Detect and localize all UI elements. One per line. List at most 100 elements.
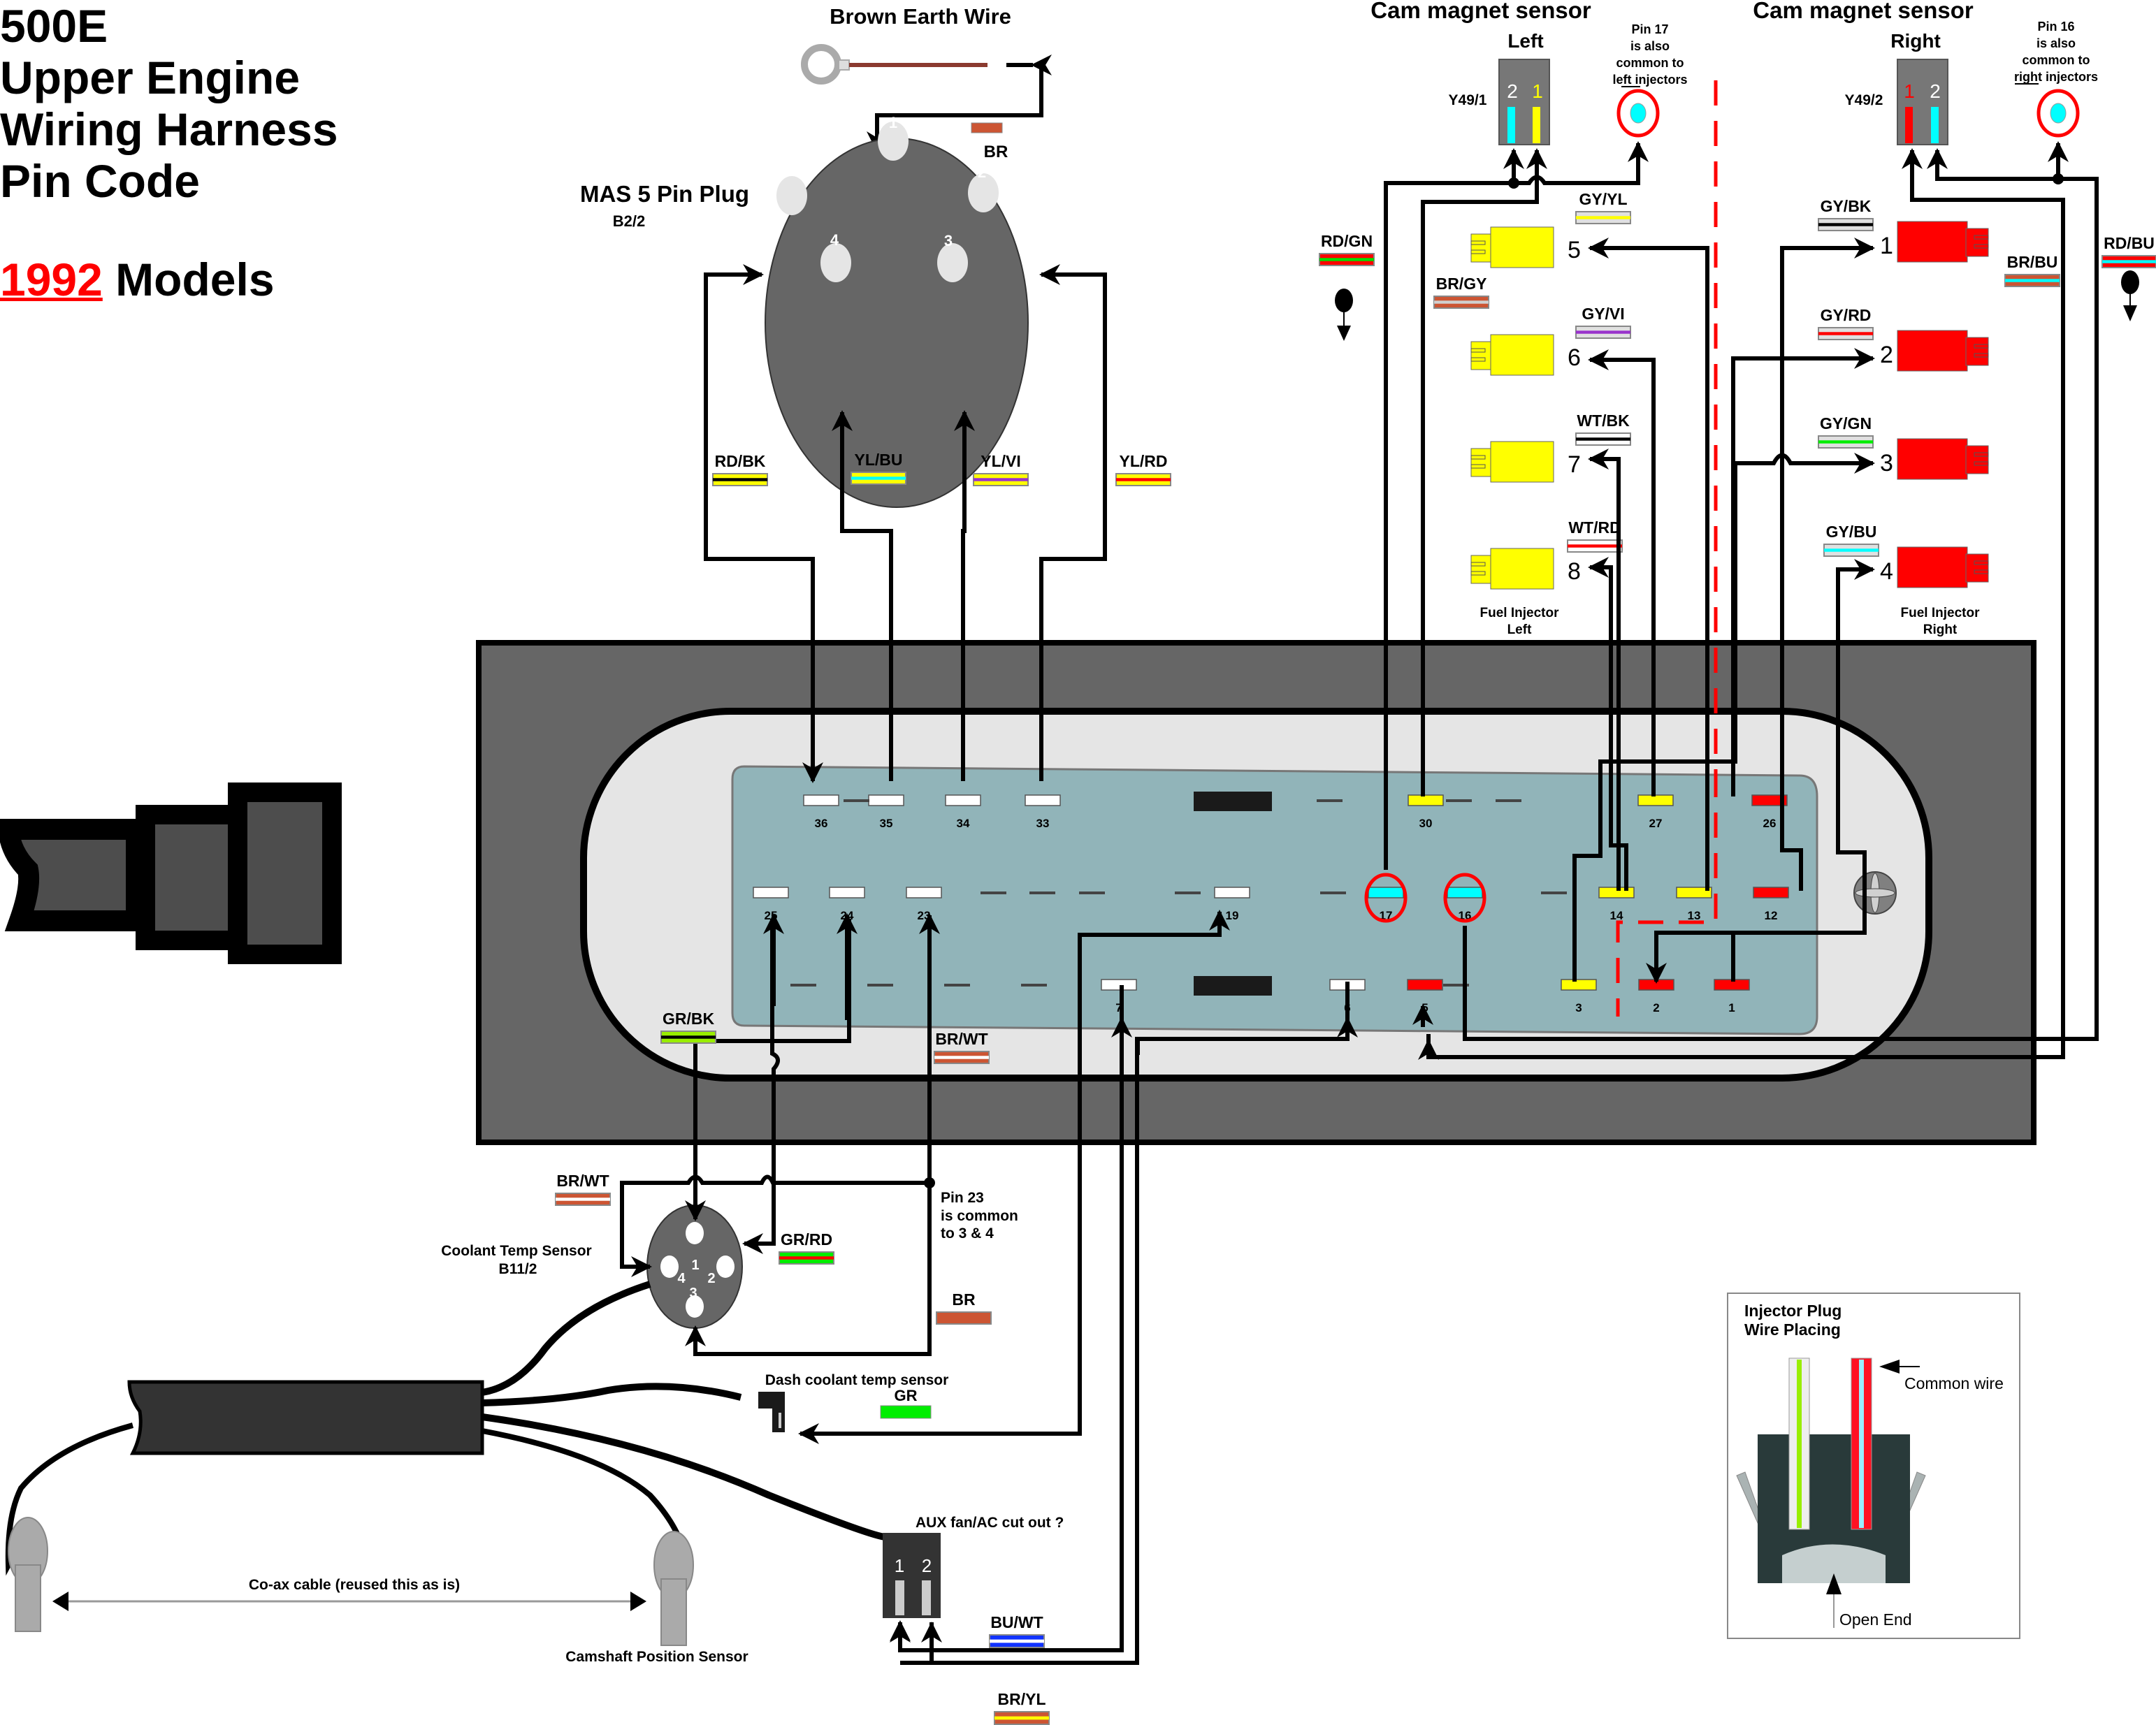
- mas-pin-4: 4: [830, 231, 839, 249]
- pin-17-highlight: [1364, 873, 1408, 923]
- inj-right-caption: Fuel Injector Right: [1901, 606, 1981, 637]
- pin-17-common-icon: [1616, 89, 1660, 138]
- wire-swatch-rd-bu: RD/BU: [2101, 234, 2156, 268]
- ecu-pin-36: [803, 794, 839, 806]
- screw-icon: [1853, 871, 1897, 915]
- wire-swatch-yl-bu: YL/BU: [851, 451, 906, 485]
- aux-fan-connector: [883, 1533, 941, 1618]
- wire-swatch-gy-yl: GY/YL: [1575, 190, 1631, 224]
- wire-swatch-gy-rd: GY/RD: [1818, 306, 1874, 340]
- ecu-pin-25: [753, 887, 789, 898]
- wire-yl-rd-route: [1039, 264, 1107, 781]
- injector-body: [1470, 441, 1554, 483]
- wire-swatch-bu-wt-code: BU/WT: [990, 1613, 1043, 1631]
- title-line-4: Pin Code: [0, 155, 201, 207]
- earth-wire-title: Brown Earth Wire: [830, 4, 1011, 29]
- svg-text:common to: common to: [2023, 53, 2090, 67]
- wire-swatch-coolant-0-code: GR/BK: [663, 1010, 715, 1028]
- mas-pin-5: 5: [798, 165, 806, 182]
- coax-label: Co-ax cable (reused this as is): [249, 1577, 460, 1593]
- wire-wt-rd-route: [1588, 557, 1628, 891]
- cam-left-note: Pin 17 is also common to left injectors: [1612, 22, 1687, 87]
- wire-swatch-br: [971, 122, 1003, 133]
- svg-text:is also: is also: [2036, 36, 2076, 50]
- svg-text:2: 2: [707, 1271, 715, 1286]
- cam-left-connector: [1498, 59, 1550, 145]
- coolant-title: Coolant Temp Sensor: [441, 1243, 591, 1259]
- wire-yl-vi-route: [954, 410, 975, 781]
- injector-right-number-3: 3: [1880, 450, 1893, 476]
- wire-swatch-gr: [880, 1405, 932, 1419]
- ecu-pin-19: [1214, 887, 1250, 898]
- ecu-pin-label-33: 33: [1036, 817, 1050, 830]
- ecu-pin-label-1: 1: [1728, 1001, 1735, 1014]
- wire-wt-bk-route: [1588, 449, 1621, 891]
- ecu-key-block-bottom: [1194, 976, 1272, 996]
- ecu-pin-label-13: 13: [1688, 909, 1701, 922]
- wire-swatch-rd-bk-code: RD/BK: [715, 452, 766, 470]
- wire-gy-vi-route: [1588, 349, 1656, 796]
- wire-swatch-yl-bu-code: YL/BU: [855, 451, 903, 469]
- wire-swatch-gy-gn-code: GY/GN: [1820, 414, 1872, 432]
- wire-swatch-rd-gn: RD/GN: [1319, 232, 1375, 266]
- wire-swatch-wt-bk-code: WT/BK: [1577, 412, 1630, 430]
- wire-gy-yl-route: [1588, 238, 1709, 891]
- mas-pin-3: 3: [944, 232, 953, 249]
- dash-sensor-wire-code: GR: [895, 1387, 918, 1404]
- mas-plug-title: MAS 5 Pin Plug: [580, 181, 749, 207]
- wire-br-gy-route: [1421, 148, 1547, 796]
- wire-swatch-yl-rd: YL/RD: [1115, 452, 1171, 486]
- injector-left-number-8: 8: [1568, 558, 1581, 585]
- wire-swatch-br-bu: BR/BU: [2004, 253, 2060, 287]
- wire-swatch-gy-bu-code: GY/BU: [1826, 523, 1877, 541]
- svg-text:4: 4: [677, 1271, 686, 1286]
- wire-swatch-coolant-1: BR/WT: [555, 1172, 611, 1206]
- model-year: 1992: [0, 254, 103, 305]
- wire-rd-gn-route: [1384, 148, 1524, 870]
- inset-title: Injector Plug Wire Placing: [1744, 1302, 1842, 1339]
- earth-wire-code: BR: [984, 143, 1008, 161]
- wire-swatch-yl-rd-code: YL/RD: [1120, 452, 1168, 470]
- cam-left-code: Y49/1: [1449, 92, 1487, 108]
- harness-cable: [0, 783, 342, 964]
- wire-rd-bk-route: [704, 264, 815, 781]
- ecu-pin-label-35: 35: [880, 817, 893, 830]
- svg-text:Fuel Injector: Fuel Injector: [1480, 606, 1560, 620]
- mas-wire-swatches: RD/BK YL/BU YL/VI YL/RD: [712, 451, 1171, 486]
- svg-text:Injector Plug: Injector Plug: [1744, 1302, 1842, 1320]
- wire-swatch-coolant-3-code: GR/RD: [781, 1230, 832, 1249]
- wire-swatch-wt-rd: WT/RD: [1567, 518, 1623, 553]
- ecu-pin-16: [1447, 887, 1483, 898]
- cam-right-pin-2: 2: [1930, 80, 1941, 102]
- earth-ring-terminal: [801, 44, 987, 85]
- wire-swatch-br-bu-code: BR/BU: [2007, 253, 2058, 271]
- wire-swatch-wt-bk: WT/BK: [1575, 412, 1631, 446]
- wire-swatch-yl-vi: YL/VI: [973, 452, 1029, 486]
- svg-text:Left: Left: [1507, 623, 1533, 637]
- ecu-pin-30: [1408, 794, 1444, 806]
- wire-swatch-coolant-4-code: BR: [952, 1290, 976, 1309]
- injector-body: [1897, 438, 1989, 480]
- ecu-pin-label-27: 27: [1649, 817, 1663, 830]
- wire-yl-bu-route: [832, 410, 893, 781]
- svg-text:1: 1: [691, 1258, 699, 1273]
- ecu-pin-label-19: 19: [1226, 909, 1239, 922]
- camshaft-position-sensor: [653, 1531, 694, 1646]
- cam-right-connector: [1897, 59, 1948, 145]
- injector-body: [1897, 330, 1989, 372]
- pin-16-highlight: [1443, 873, 1486, 923]
- injector-body: [1470, 334, 1554, 376]
- ecu-pin-label-34: 34: [957, 817, 970, 830]
- coolant-sensor-connector: [646, 1204, 743, 1329]
- injector-left-number-5: 5: [1568, 237, 1581, 263]
- models-label: Models: [115, 254, 275, 305]
- injector-plug-drawing: [1736, 1358, 1926, 1583]
- injector-right-number-2: 2: [1880, 342, 1893, 368]
- inset-open-end-label: Open End: [1839, 1610, 1912, 1629]
- ecu-pin-23: [906, 887, 942, 898]
